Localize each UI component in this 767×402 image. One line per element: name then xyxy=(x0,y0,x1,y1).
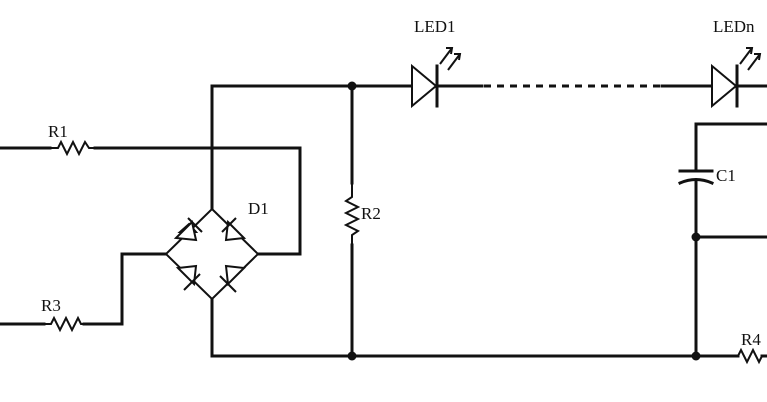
capacitor-c1 xyxy=(678,169,714,185)
resistor-r4 xyxy=(737,347,763,365)
diode-upper-left xyxy=(173,217,203,242)
resistor-r1 xyxy=(50,139,95,157)
label-r4: R4 xyxy=(741,330,761,349)
label-c1: C1 xyxy=(716,166,736,185)
ledn-emission-arrows xyxy=(739,47,762,71)
wire-r3-right xyxy=(82,252,168,326)
diode-lower-right xyxy=(219,264,247,293)
led1-emission-arrows xyxy=(439,47,462,71)
label-r3: R3 xyxy=(41,296,61,315)
label-r2: R2 xyxy=(361,204,381,223)
label-ledn: LEDn xyxy=(713,17,755,36)
junction-bottom-r2 xyxy=(347,351,357,361)
resistor-r2 xyxy=(343,183,361,245)
junction-bottom-c1 xyxy=(691,351,701,361)
junction-c1-tap xyxy=(691,232,701,242)
label-r1: R1 xyxy=(48,122,68,141)
wire-r1-right xyxy=(93,146,302,256)
led-led1 xyxy=(411,47,462,109)
resistor-r3 xyxy=(44,315,84,333)
diode-upper-right xyxy=(221,217,247,242)
wire-c1-top xyxy=(694,122,767,173)
junction-top-r2 xyxy=(347,81,357,91)
wires xyxy=(0,84,767,358)
bridge-rectifier-d1 xyxy=(164,207,260,301)
led-ledn xyxy=(711,47,762,109)
label-led1: LED1 xyxy=(414,17,456,36)
diode-lower-left xyxy=(175,264,201,291)
label-d1: D1 xyxy=(248,199,269,218)
